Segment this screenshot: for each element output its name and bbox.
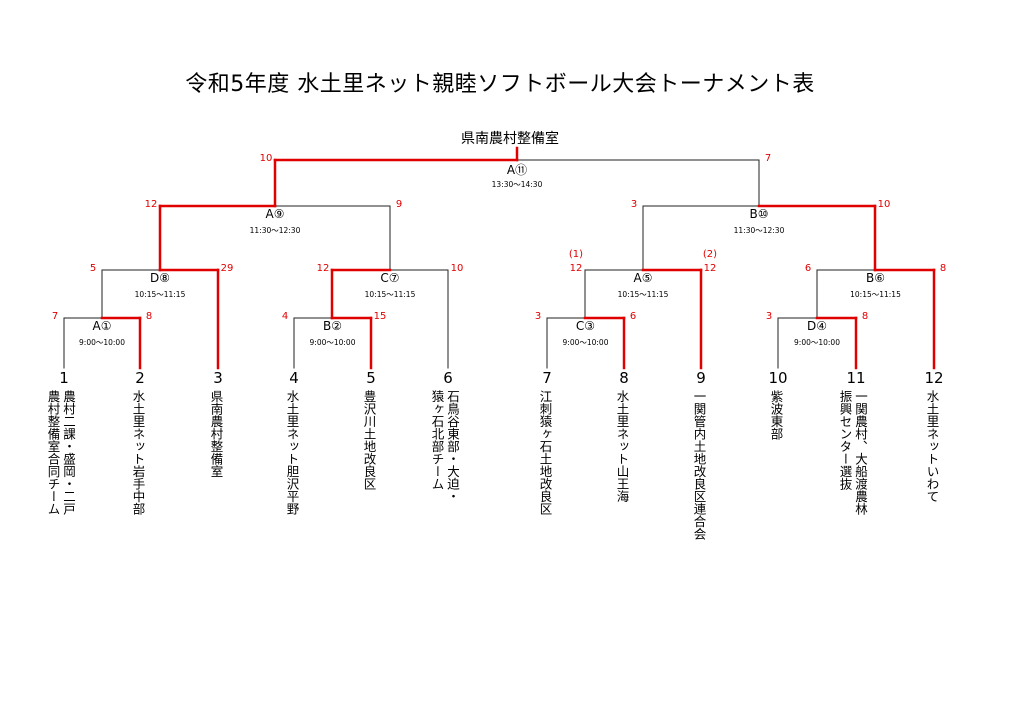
team-number: 11 bbox=[846, 369, 866, 387]
team-number: 9 bbox=[696, 369, 706, 387]
team-number: 5 bbox=[366, 369, 376, 387]
match-label: B② bbox=[323, 319, 342, 333]
match-time: 10:15〜11:15 bbox=[134, 290, 186, 299]
team-name: 紫波東部 bbox=[768, 390, 784, 440]
team-name: 江刺猿ヶ石土地改良区 bbox=[537, 390, 553, 515]
score-right: 29 bbox=[220, 263, 234, 274]
score-right: 6 bbox=[629, 311, 637, 322]
score-right: 8 bbox=[939, 263, 947, 274]
score-left: 4 bbox=[281, 311, 289, 322]
score-right: 15 bbox=[373, 311, 387, 322]
match-label: D⑧ bbox=[150, 271, 170, 285]
score-right: 10 bbox=[450, 263, 464, 274]
score-left: 3 bbox=[765, 311, 773, 322]
match-label: D④ bbox=[807, 319, 827, 333]
score-right: 7 bbox=[764, 153, 772, 164]
team-name: 県南農村整備室 bbox=[208, 390, 224, 478]
pk-score-left: (1) bbox=[568, 249, 584, 260]
match-time: 9:00〜10:00 bbox=[79, 338, 125, 347]
match-time: 9:00〜10:00 bbox=[562, 338, 609, 347]
team-name: 豊沢川土地改良区 bbox=[361, 390, 377, 490]
match-label: A① bbox=[92, 319, 112, 333]
score-left: 3 bbox=[630, 199, 638, 210]
score-right: 10 bbox=[877, 199, 891, 210]
score-left: 12 bbox=[144, 199, 158, 210]
team-name: 石鳥谷東部・大迫・ 猿ヶ石北部チーム bbox=[429, 390, 461, 503]
score-left: 12 bbox=[316, 263, 330, 274]
champion-name: 県南農村整備室 bbox=[461, 131, 559, 147]
team-name: 水土里ネット山王海 bbox=[614, 390, 630, 503]
score-right: 8 bbox=[861, 311, 869, 322]
team-name: 農村二課・盛岡・二戸 農村整備室合同チーム bbox=[45, 390, 77, 515]
team-name: 一関管内土地改良区連合会 bbox=[691, 390, 707, 540]
score-right: 9 bbox=[395, 199, 403, 210]
score-left: 10 bbox=[259, 153, 273, 164]
match-label: A⑪ bbox=[506, 163, 528, 177]
team-name: 水土里ネット岩手中部 bbox=[130, 390, 146, 515]
team-number: 12 bbox=[924, 369, 944, 387]
team-number: 4 bbox=[289, 369, 299, 387]
match-time: 10:15〜11:15 bbox=[850, 290, 901, 299]
match-label: A⑤ bbox=[633, 271, 653, 285]
team-number: 3 bbox=[213, 369, 223, 387]
score-right: 12 bbox=[703, 263, 717, 274]
team-name: 水土里ネットいわて bbox=[924, 390, 940, 503]
match-label: C③ bbox=[575, 319, 596, 333]
score-left: 7 bbox=[51, 311, 59, 322]
match-time: 11:30〜12:30 bbox=[733, 226, 785, 235]
match-label: B⑩ bbox=[749, 207, 769, 221]
match-label: C⑦ bbox=[380, 271, 400, 285]
score-left: 5 bbox=[89, 263, 97, 274]
match-time: 9:00〜10:00 bbox=[794, 338, 840, 347]
score-left: 6 bbox=[804, 263, 812, 274]
match-time: 11:30〜12:30 bbox=[249, 226, 301, 235]
match-time: 10:15〜11:15 bbox=[617, 290, 669, 299]
team-number: 6 bbox=[443, 369, 453, 387]
team-name: 水土里ネット胆沢平野 bbox=[284, 390, 300, 515]
match-time: 9:00〜10:00 bbox=[309, 338, 356, 347]
team-name: 一関農村、大船渡農林 振興センター選抜 bbox=[837, 390, 869, 515]
team-number: 8 bbox=[619, 369, 629, 387]
match-time: 13:30〜14:30 bbox=[491, 180, 543, 189]
score-right: 8 bbox=[145, 311, 153, 322]
team-number: 2 bbox=[135, 369, 145, 387]
score-left: 3 bbox=[534, 311, 542, 322]
pk-score-right: (2) bbox=[702, 249, 718, 260]
page-title: 令和5年度 水土里ネット親睦ソフトボール大会トーナメント表 bbox=[185, 72, 815, 97]
team-number: 10 bbox=[768, 369, 788, 387]
team-number: 7 bbox=[542, 369, 552, 387]
match-label: A⑨ bbox=[265, 207, 285, 221]
match-time: 10:15〜11:15 bbox=[364, 290, 416, 299]
score-left: 12 bbox=[569, 263, 583, 274]
team-number: 1 bbox=[59, 369, 69, 387]
match-label: B⑥ bbox=[866, 271, 885, 285]
